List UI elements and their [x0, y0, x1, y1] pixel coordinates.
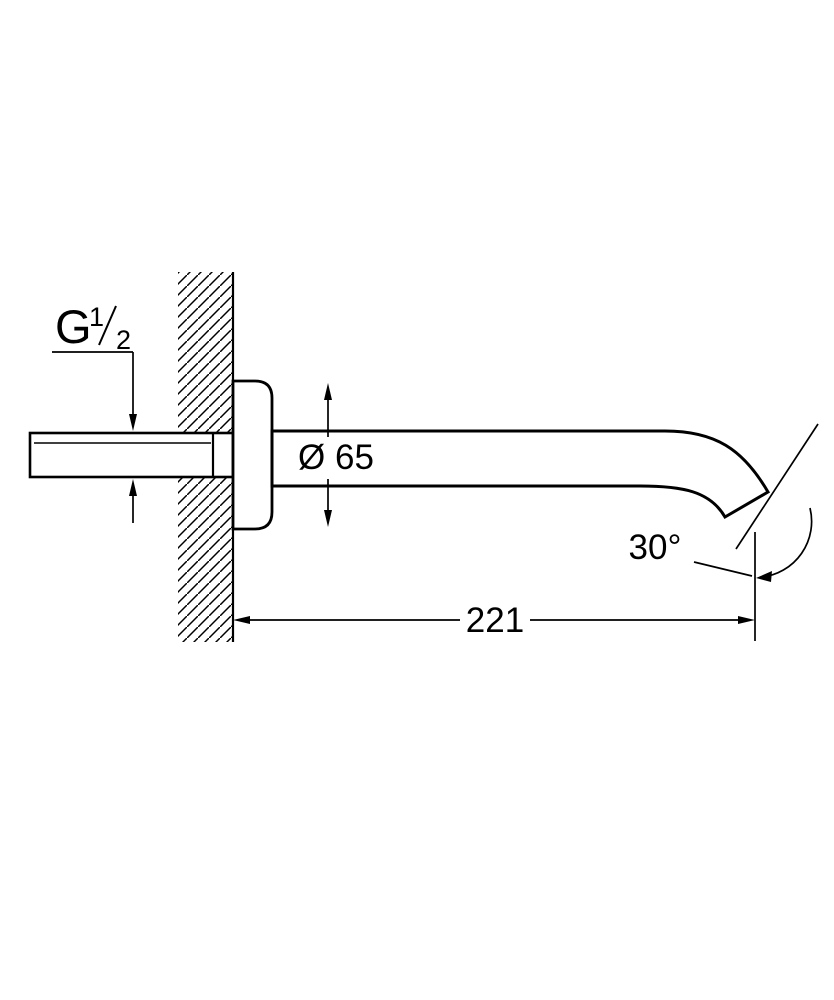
thread-label-denominator: 2: [116, 325, 131, 355]
arrowhead-left-icon: [233, 616, 250, 624]
inlet-pipe-body: [28, 431, 235, 479]
arrowhead-arc-icon: [756, 571, 772, 582]
thread-label-numerator: 1: [89, 302, 104, 332]
angle-arc: [761, 507, 813, 578]
arrowhead-up-icon: [324, 383, 332, 400]
angle-dimension: 30°: [629, 423, 819, 582]
diameter-label: Ø 65: [298, 438, 374, 477]
thread-dimension: G 1 2: [52, 300, 137, 523]
arrowhead-right-icon: [738, 616, 755, 624]
fraction-slash: [98, 305, 117, 346]
angle-leader-line: [693, 561, 753, 577]
angle-label: 30°: [629, 528, 682, 567]
arrowhead-down-icon: [324, 510, 332, 527]
length-dimension: 221: [233, 532, 756, 641]
arrowhead-down-icon: [129, 414, 137, 431]
length-label: 221: [466, 601, 524, 640]
flange: [231, 379, 274, 531]
arrowhead-up-icon: [129, 479, 137, 496]
angle-reference-line: [735, 423, 819, 550]
spout-body: [270, 429, 771, 520]
diameter-dimension: Ø 65: [298, 383, 374, 527]
thread-label-g: G: [55, 300, 92, 353]
inlet-pipe: [28, 431, 235, 479]
